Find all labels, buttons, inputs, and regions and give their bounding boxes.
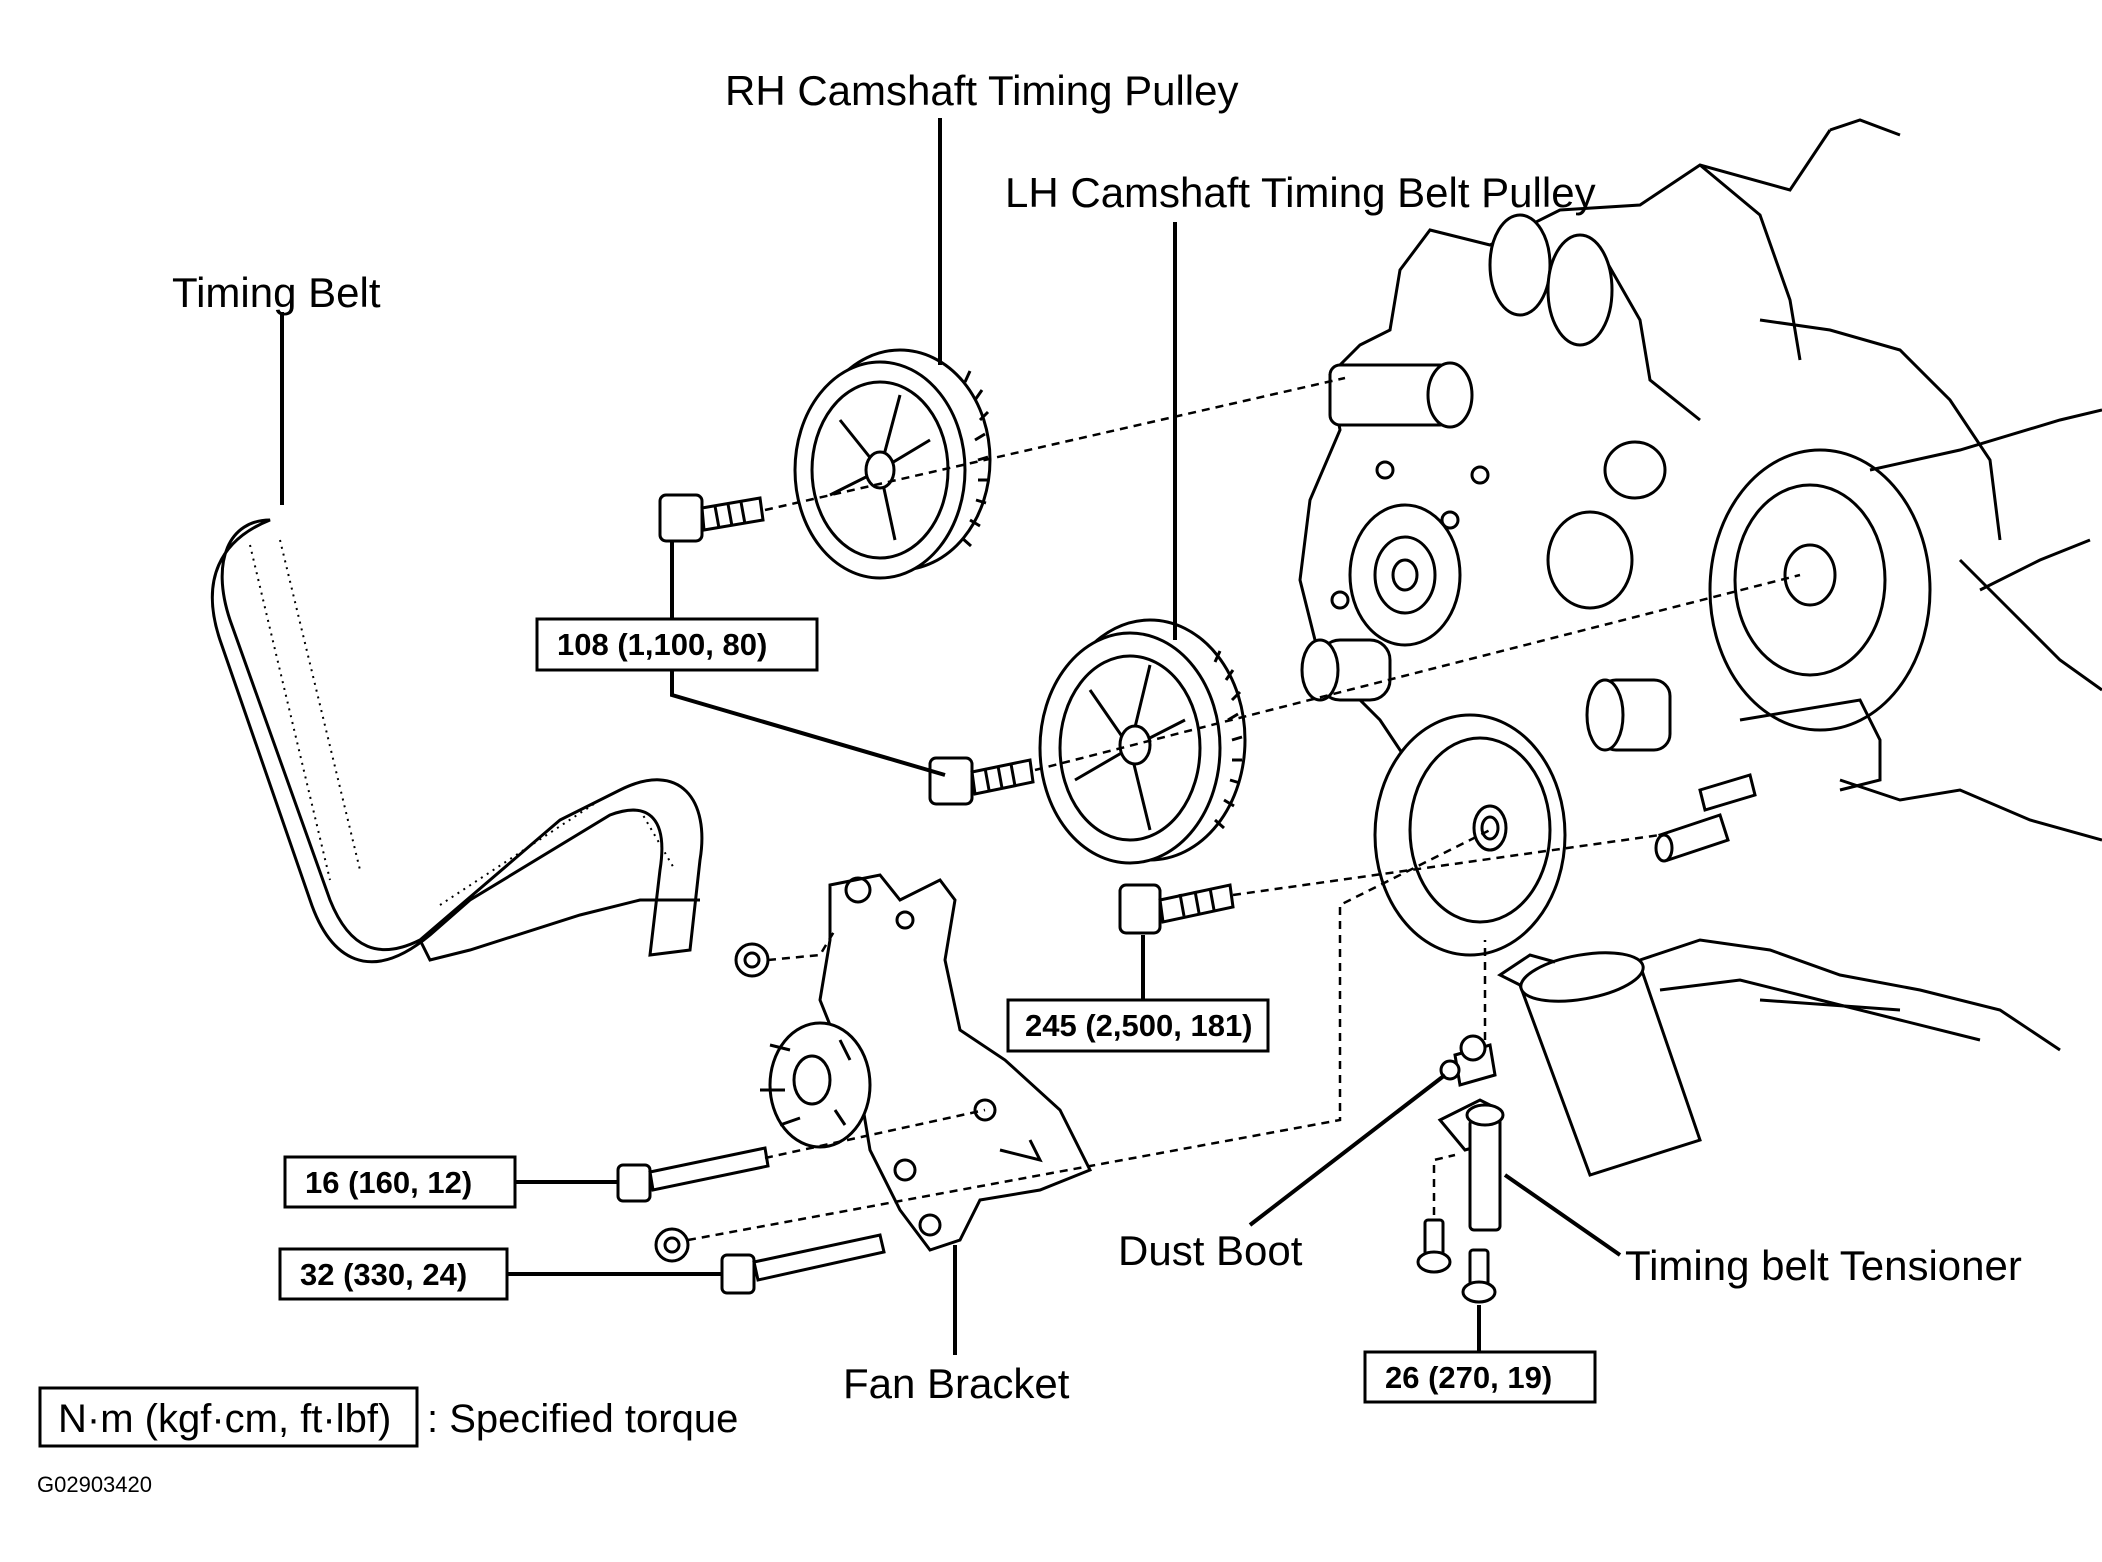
idler-bolt (1118, 883, 1235, 935)
dust-boot-label: Dust Boot (1118, 1227, 1303, 1274)
timing-belt (210, 518, 704, 964)
rh-pulley-bolt (658, 493, 765, 543)
torque-box-bracket-lower: 32 (330, 24) (278, 1247, 509, 1301)
figure-code: G02903420 (37, 1472, 152, 1497)
legend-text: : Specified torque (427, 1397, 738, 1441)
tensioner-label: Timing belt Tensioner (1625, 1242, 2022, 1289)
torque-box-rh-bolt: 108 (1,100, 80) (535, 617, 819, 672)
lh-camshaft-pulley (1038, 618, 1247, 865)
torque-box-idler-bolt: 245 (2,500, 181) (1006, 998, 1270, 1053)
alignment-lines (687, 376, 1801, 1242)
rh-pulley-label: RH Camshaft Timing Pulley (725, 67, 1239, 114)
rh-camshaft-pulley (793, 348, 992, 580)
leader-lines (280, 118, 1622, 1355)
idler-pulley (1373, 713, 1567, 957)
torque-value-idler-bolt: 245 (2,500, 181) (1025, 1008, 1253, 1043)
torque-box-bracket-upper: 16 (160, 12) (283, 1155, 517, 1209)
lh-pulley-teeth (1213, 650, 1243, 830)
stud-bolts (1654, 773, 1757, 863)
legend-unit: N·m (kgf·cm, ft·lbf) (58, 1397, 391, 1441)
torque-value-bracket-upper: 16 (160, 12) (305, 1165, 472, 1200)
bracket-nuts (654, 942, 770, 1263)
fan-bracket-label: Fan Bracket (843, 1360, 1070, 1407)
bracket-bolt-upper (616, 1146, 770, 1203)
timing-belt-label: Timing Belt (172, 269, 381, 316)
engine-block (1298, 118, 2102, 1052)
torque-box-tensioner-bolt: 26 (270, 19) (1363, 1350, 1597, 1404)
fan-bracket-part (760, 873, 1093, 1252)
torque-value-tensioner-bolt: 26 (270, 19) (1385, 1360, 1552, 1395)
lh-pulley-label: LH Camshaft Timing Belt Pulley (1005, 169, 1596, 216)
dust-boot-part (1439, 1034, 1497, 1087)
lh-pulley-bolt (928, 756, 1035, 806)
tensioner-part (1416, 1098, 1505, 1304)
bracket-bolt-lower (720, 1233, 886, 1295)
rh-pulley-teeth (961, 370, 990, 548)
torque-value-rh-bolt: 108 (1,100, 80) (557, 627, 767, 662)
oil-filter (1497, 951, 1702, 1177)
torque-legend: N·m (kgf·cm, ft·lbf) : Specified torque (38, 1386, 738, 1448)
torque-value-bracket-lower: 32 (330, 24) (300, 1257, 467, 1292)
